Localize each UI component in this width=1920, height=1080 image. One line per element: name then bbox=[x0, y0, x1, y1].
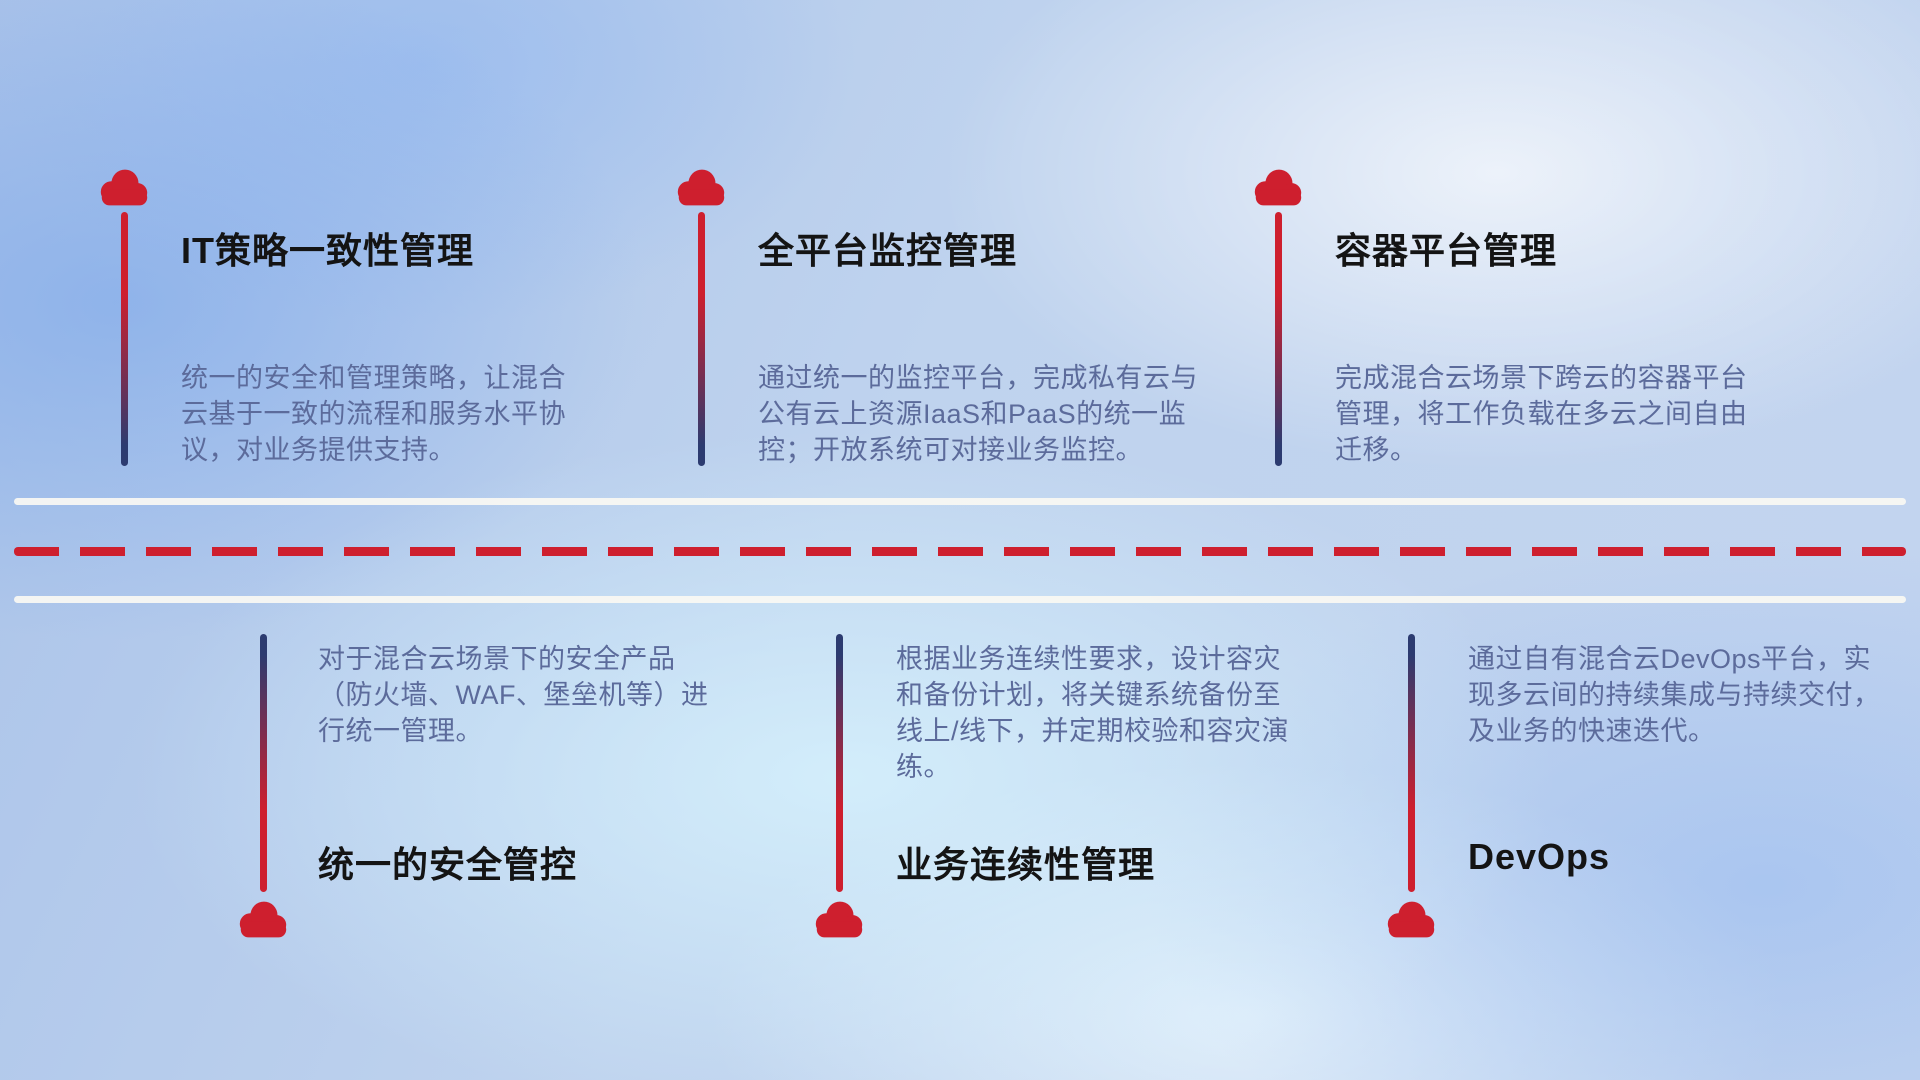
capability-title: 容器平台管理 bbox=[1335, 230, 1558, 271]
cloud-icon bbox=[239, 901, 287, 938]
timeline-stem bbox=[260, 634, 267, 892]
capability-description: 完成混合云场景下跨云的容器平台管理，将工作负载在多云之间自由迁移。 bbox=[1335, 363, 1748, 465]
road-bottom-line bbox=[14, 596, 1906, 603]
cloud-icon bbox=[1387, 901, 1435, 938]
capability-description: 通过统一的监控平台，完成私有云与公有云上资源IaaS和PaaS的统一监控；开放系… bbox=[758, 363, 1198, 465]
cloud-icon bbox=[815, 901, 863, 938]
cloud-icon bbox=[677, 169, 725, 206]
cloud-icon bbox=[1254, 169, 1302, 206]
capability-description: 通过自有混合云DevOps平台，实现多云间的持续集成与持续交付，及业务的快速迭代… bbox=[1468, 644, 1881, 746]
capability-title: DevOps bbox=[1468, 836, 1611, 877]
capability-description: 对于混合云场景下的安全产品（防火墙、WAF、堡垒机等）进行统一管理。 bbox=[318, 644, 709, 746]
capability-description: 统一的安全和管理策略，让混合云基于一致的流程和服务水平协议，对业务提供支持。 bbox=[181, 363, 566, 465]
capability-title: IT策略一致性管理 bbox=[181, 230, 474, 271]
timeline-stem bbox=[1408, 634, 1415, 892]
timeline-stem bbox=[836, 634, 843, 892]
capability-title: 统一的安全管控 bbox=[318, 844, 578, 885]
road-dashed-center-line bbox=[14, 547, 1906, 556]
timeline-stem bbox=[698, 212, 705, 466]
timeline-stem bbox=[1275, 212, 1282, 466]
road-top-line bbox=[14, 498, 1906, 505]
capability-description: 根据业务连续性要求，设计容灾和备份计划，将关键系统备份至线上/线下，并定期校验和… bbox=[896, 644, 1290, 782]
capability-title: 全平台监控管理 bbox=[758, 230, 1018, 271]
capability-title: 业务连续性管理 bbox=[896, 844, 1156, 885]
cloud-icon bbox=[100, 169, 148, 206]
timeline-stem bbox=[121, 212, 128, 466]
